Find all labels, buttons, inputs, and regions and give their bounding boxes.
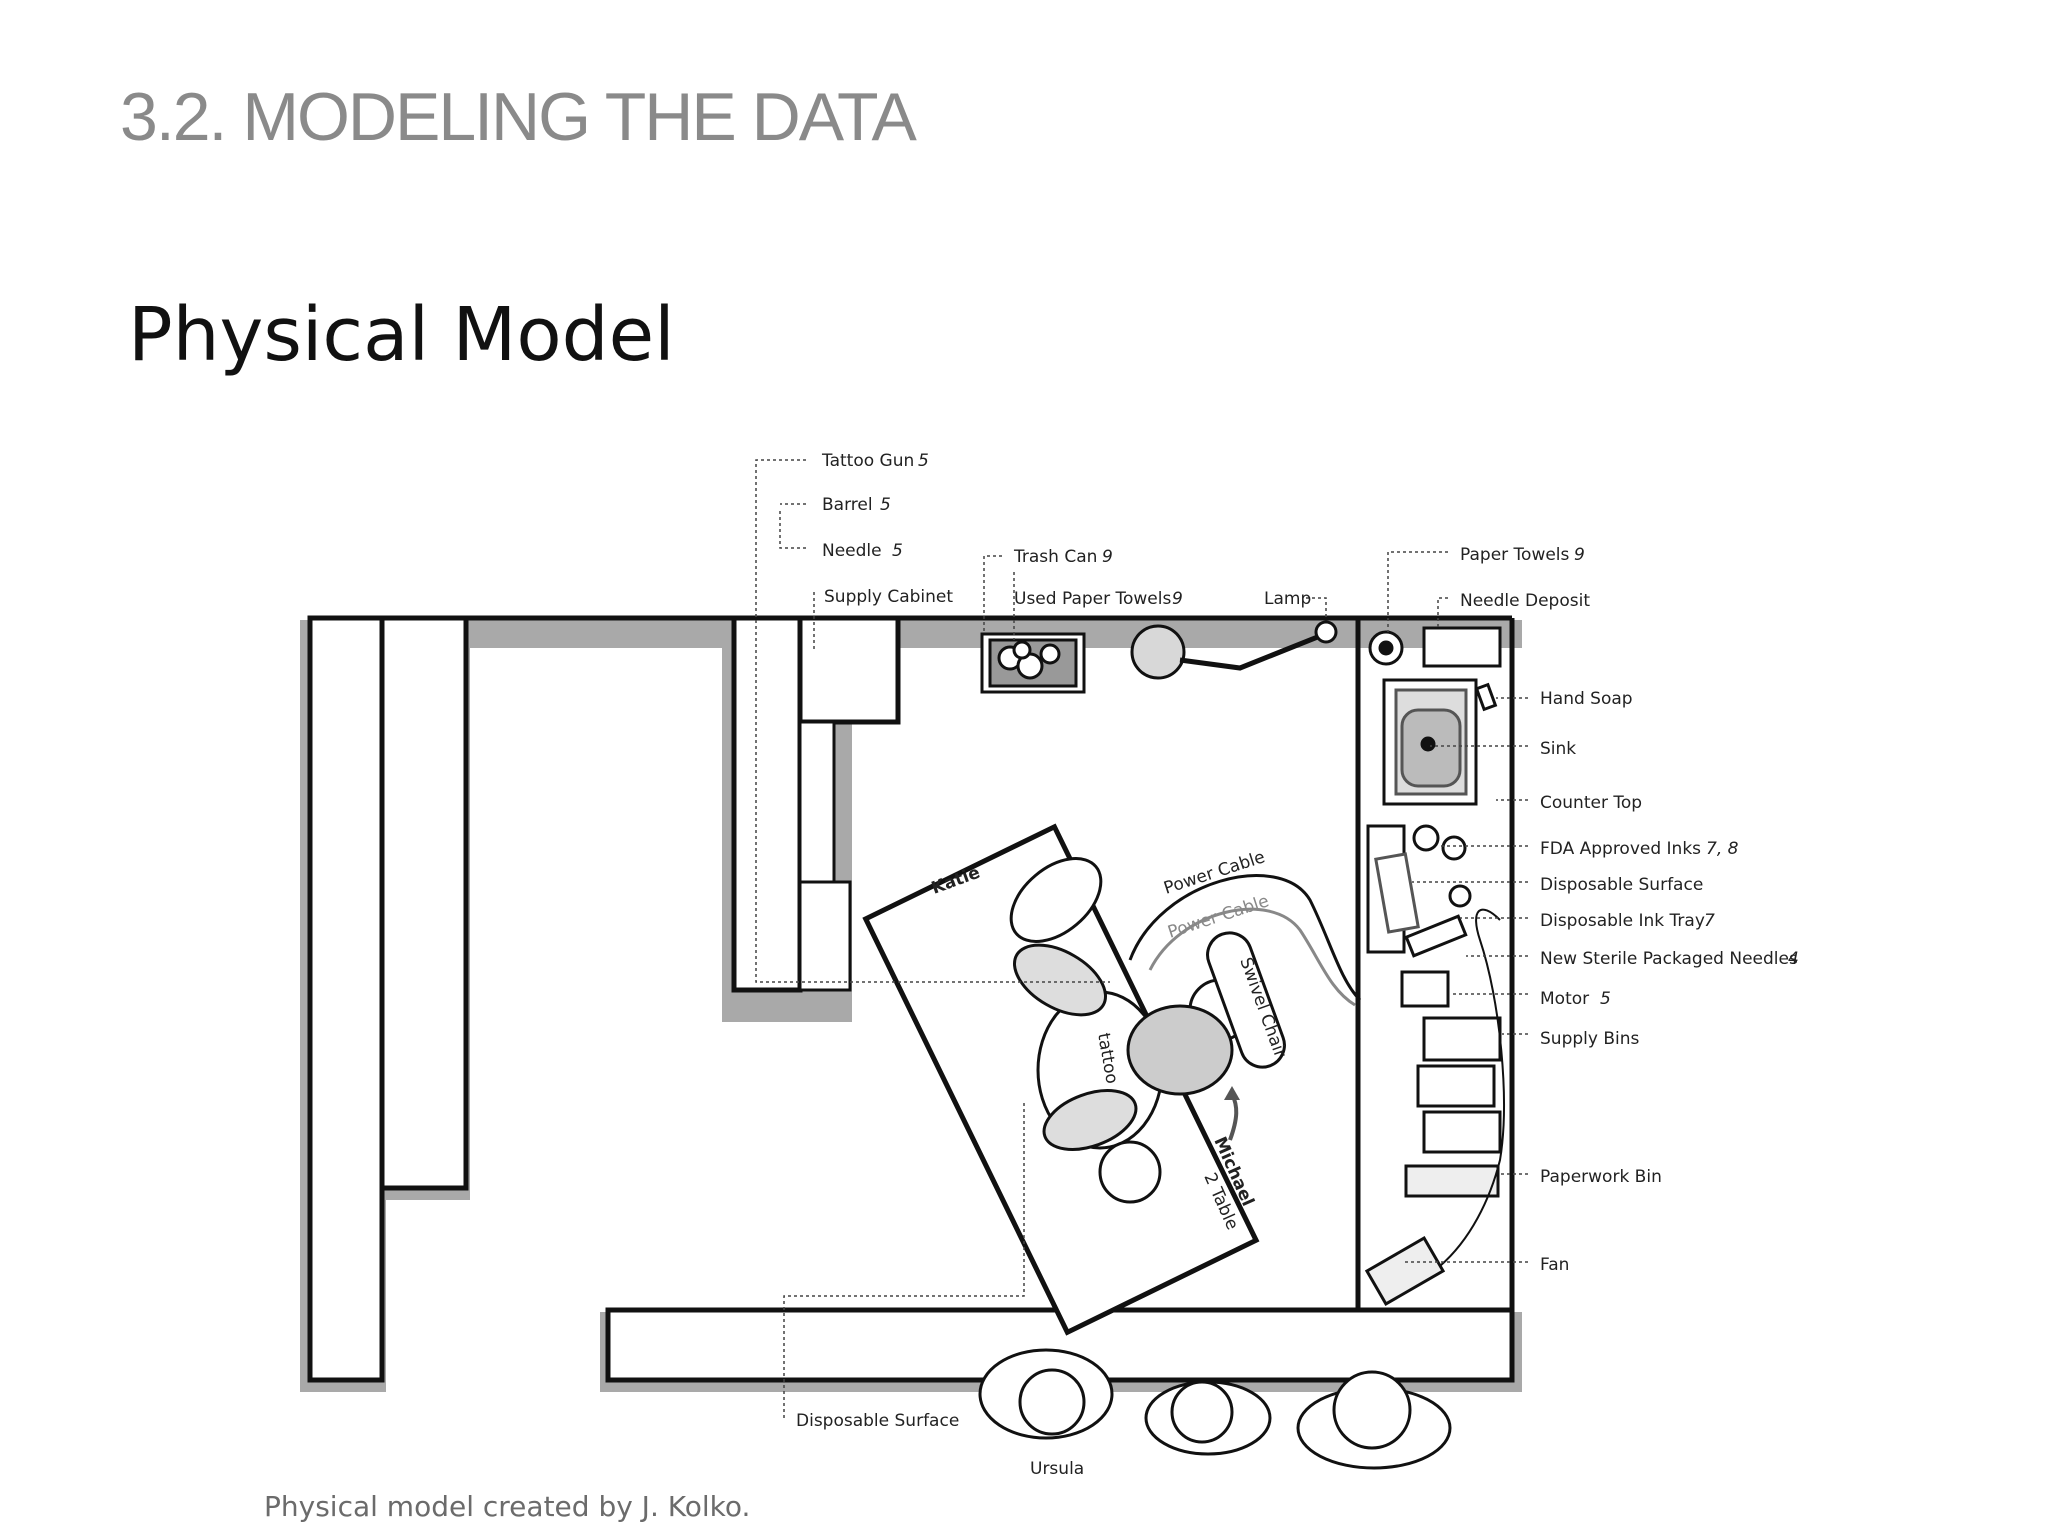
leader-lamp: [1306, 597, 1327, 620]
label-ursula: Ursula: [1030, 1459, 1084, 1479]
label-paper-towels: Paper Towels: [1460, 545, 1570, 565]
label-motor-num: 5: [1600, 989, 1611, 1009]
work-area: [862, 823, 1505, 1336]
hand-soap-shape: [1474, 682, 1498, 712]
leader-needle: [779, 510, 806, 549]
label-paper-towels-num: 9: [1574, 545, 1585, 565]
leader-trash-can: [983, 555, 1002, 632]
katie-figure: [1009, 857, 1103, 943]
ink-cup-1: [1412, 824, 1440, 852]
label-counter-top: Counter Top: [1540, 793, 1642, 813]
ink-palette: [1374, 852, 1420, 934]
client-leg-2: [1042, 1089, 1138, 1151]
stools: [978, 1348, 1452, 1470]
stool-3-seat: [1332, 1370, 1412, 1450]
ink-cup-2: [1441, 835, 1467, 861]
supply-cabinet-top: [797, 615, 901, 725]
fan-cable: [1439, 908, 1505, 1267]
michael-arrowhead: [1224, 1086, 1240, 1100]
label-needle: Needle: [822, 541, 882, 561]
lamp-base: [1314, 620, 1338, 644]
label-used-paper-towels-num: 9: [1172, 589, 1183, 609]
label-needle-deposit: Needle Deposit: [1460, 591, 1590, 611]
label-fan: Fan: [1540, 1255, 1569, 1275]
label-trash-can: Trash Can: [1013, 547, 1097, 567]
label-barrel-num: 5: [880, 495, 891, 515]
supply-bin-2: [1416, 1064, 1496, 1108]
client-head: [1098, 1140, 1162, 1204]
ursula-head: [1018, 1368, 1086, 1436]
supply-bin-3: [1422, 1110, 1502, 1154]
left-wall: [307, 615, 385, 1383]
swivel-chair-shape: [1206, 931, 1286, 1069]
credit-caption: Physical model created by J. Kolko.: [264, 1490, 751, 1523]
label-disposable-surface-right: Disposable Surface: [1540, 875, 1703, 895]
label-ink-tray-num: 7: [1704, 911, 1715, 931]
paper-ball-3: [1039, 643, 1061, 665]
slide-title: Physical Model: [128, 292, 675, 378]
label-sterile-needles: New Sterile Packaged Needles: [1540, 949, 1798, 969]
paper-ball-4: [1012, 640, 1032, 660]
label-paperwork-bin: Paperwork Bin: [1540, 1167, 1662, 1187]
label-barrel: Barrel: [822, 495, 873, 515]
leader-disposable-surface-bottom: [783, 1100, 1025, 1418]
label-tattoo-gun: Tattoo Gun: [821, 451, 914, 471]
lamp-arm: [1179, 633, 1321, 671]
top-items: [980, 620, 1338, 694]
label-lamp: Lamp: [1264, 589, 1311, 609]
stool-2-seat: [1170, 1380, 1234, 1444]
artist-body: [1126, 1004, 1234, 1096]
label-supply-bins: Supply Bins: [1540, 1029, 1639, 1049]
ink-cup-3: [1448, 884, 1472, 908]
leader-tattoo-gun: [755, 459, 1110, 983]
right-counter-items: [1364, 626, 1502, 1307]
label-supply-cabinet: Supply Cabinet: [824, 587, 953, 607]
label-hand-soap: Hand Soap: [1540, 689, 1633, 709]
lamp-head: [1130, 624, 1186, 680]
power-cable-1: [1128, 874, 1362, 1002]
label-fda-inks: FDA Approved Inks: [1540, 839, 1701, 859]
power-cable-2: [1148, 907, 1356, 1007]
sterile-needles-shape: [1404, 914, 1468, 958]
supply-cabinet-mid: [798, 720, 836, 884]
motor-shape: [1400, 970, 1450, 1008]
supply-bin-1: [1422, 1016, 1502, 1062]
label-power-cable-1: Power Cable: [1161, 847, 1267, 898]
paper-towels-core: [1378, 640, 1394, 656]
leader-lines: [755, 459, 1528, 1418]
client-leg-1: [1012, 943, 1108, 1017]
section-title: 3.2. MODELING THE DATA: [120, 79, 917, 155]
label-used-paper-towels: Used Paper Towels: [1014, 589, 1171, 609]
michael-arrow: [1228, 1093, 1239, 1141]
sink-drain: [1420, 736, 1436, 752]
supply-cabinet-bottom: [798, 880, 852, 992]
supply-cabinet-shape: [731, 615, 803, 993]
needle-deposit-shape: [1422, 626, 1502, 668]
label-tattoo-gun-num: 5: [918, 451, 929, 471]
label-motor: Motor: [1540, 989, 1589, 1009]
paperwork-bin-shape: [1404, 1164, 1500, 1198]
label-fda-inks-num: 7, 8: [1706, 839, 1739, 859]
label-sink: Sink: [1540, 739, 1576, 759]
leader-needle-deposit: [1437, 597, 1448, 628]
shadow-top-wall: [300, 620, 1522, 648]
leader-paper-towels: [1387, 551, 1448, 632]
fan-shape: [1364, 1235, 1446, 1307]
label-needle-num: 5: [892, 541, 903, 561]
left-inner-wall: [379, 615, 469, 1191]
label-sterile-needles-num: 4: [1788, 949, 1799, 969]
label-ink-tray: Disposable Ink Tray: [1540, 911, 1705, 931]
label-trash-can-num: 9: [1102, 547, 1113, 567]
label-disposable-surface-bottom: Disposable Surface: [796, 1411, 959, 1431]
room-walls: [307, 615, 1515, 1383]
